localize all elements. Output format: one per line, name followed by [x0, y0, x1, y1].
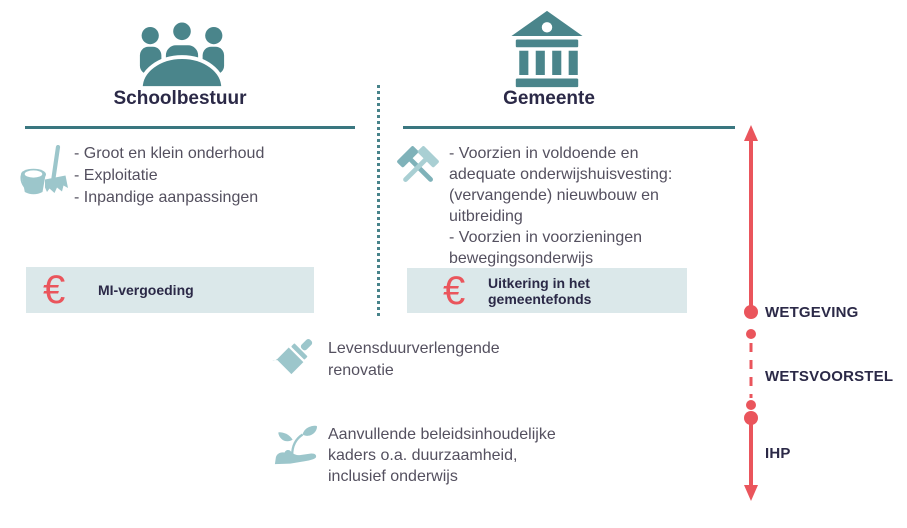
left-item: - Groot en klein onderhoud [74, 145, 265, 162]
sprout-hand-icon [274, 425, 317, 465]
euro-icon: € [43, 268, 66, 312]
right-item: - Voorzien in voldoende en [449, 145, 639, 162]
policy-text: Aanvullende beleidsinhoudelijke kaders o… [328, 426, 556, 485]
right-item: (vervangende) nieuwbouw en [449, 187, 659, 204]
euro-icon: € [443, 269, 466, 313]
right-item: adequate onderwijshuisvesting: [449, 166, 673, 183]
left-item: - Exploitatie [74, 167, 158, 184]
left-header-rule [25, 126, 355, 129]
right-header-rule [403, 126, 735, 129]
right-money-label: Uitkering in het gemeentefonds [488, 275, 592, 307]
right-item: uitbreiding [449, 208, 523, 225]
right-money-box: € Uitkering in het gemeentefonds [407, 268, 687, 313]
crossed-hammers-icon [397, 146, 439, 182]
right-item: - Voorzien in voorzieningen [449, 229, 643, 246]
broom-bucket-icon [20, 145, 68, 195]
timeline-label-wetsvoorstel: WETSVOORSTEL [765, 368, 894, 385]
timeline-label-wetgeving: WETGEVING [765, 304, 859, 321]
right-column-title: Gemeente [503, 88, 595, 109]
timeline-arrow [744, 125, 758, 501]
left-item-list: - Groot en klein onderhoud - Exploitatie… [74, 143, 264, 209]
bank-icon [511, 10, 583, 88]
right-item-list: - Voorzien in voldoende en adequate onde… [449, 143, 672, 269]
left-column-title: Schoolbestuur [113, 88, 247, 109]
left-item: - Inpandige aanpassingen [74, 189, 259, 206]
column-divider [377, 85, 380, 318]
meeting-icon [139, 21, 225, 88]
paintbrush-icon [272, 339, 313, 375]
left-money-box: € MI-vergoeding [26, 267, 314, 313]
renovation-text: Levensduurverlengende renovatie [328, 340, 500, 379]
left-money-label: MI-vergoeding [98, 282, 194, 298]
timeline-label-ihp: IHP [765, 445, 791, 462]
right-item: bewegingsonderwijs [449, 250, 594, 267]
